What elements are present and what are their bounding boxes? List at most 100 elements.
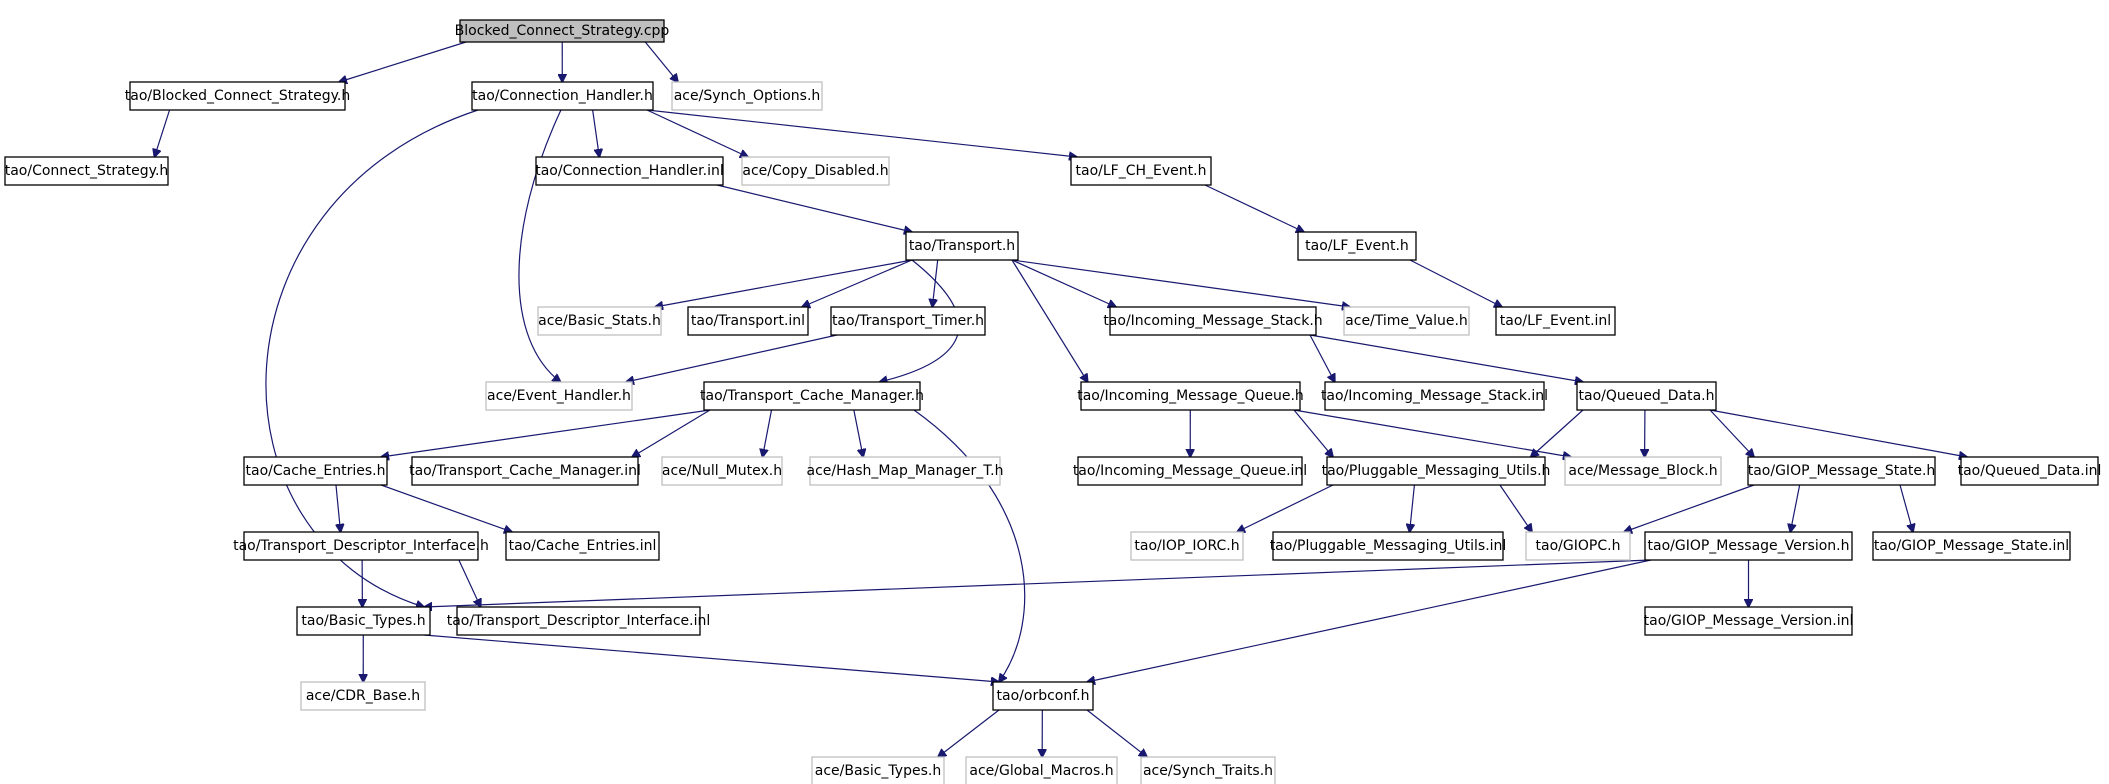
node-box [1872,531,2071,561]
node-qd-h[interactable]: tao/Queued_Data.h [1576,381,1717,411]
edge-transport-h-to-time-val [1011,259,1350,307]
edge-layer [154,41,1967,757]
node-label: ace/CDR_Base.h [306,688,420,704]
node-box [905,231,1019,261]
node-imq-h[interactable]: tao/Incoming_Message_Queue.h [1077,381,1304,411]
node-tcm-inl[interactable]: tao/Transport_Cache_Manager.inl [409,456,641,486]
edge-lfch-to-lfev [1204,184,1304,232]
node-box [1644,531,1853,561]
node-label: tao/Transport_Timer.h [832,313,984,329]
node-box [4,156,169,186]
node-ims-inl[interactable]: tao/Incoming_Message_Stack.inl [1321,381,1548,411]
node-label: tao/Transport_Descriptor_Interface.h [233,538,489,554]
node-gmv-inl[interactable]: tao/GIOP_Message_Version.inl [1644,606,1854,636]
node-ttimer[interactable]: tao/Transport_Timer.h [830,306,986,336]
node-ch-inl[interactable]: tao/Connection_Handler.inl [535,156,724,186]
node-box [1140,756,1276,784]
node-label: tao/Cache_Entries.h [246,463,386,479]
edge-tcm-h-to-tcm-inl [632,409,711,457]
node-label: tao/Basic_Types.h [301,613,425,629]
node-label: tao/Transport_Descriptor_Interface.inl [447,613,711,629]
node-label: ace/Message_Block.h [1568,463,1717,479]
node-hash-map[interactable]: ace/Hash_Map_Manager_T.h [806,456,1004,486]
node-ce-h[interactable]: tao/Cache_Entries.h [243,456,388,486]
node-tcm-h[interactable]: tao/Transport_Cache_Manager.h [700,381,924,411]
node-lfev[interactable]: tao/LF_Event.h [1297,231,1417,261]
node-box [671,81,823,111]
node-orbconf[interactable]: tao/orbconf.h [992,681,1094,711]
node-ev-handler[interactable]: ace/Event_Handler.h [485,381,633,411]
node-label: tao/GIOPC.h [1536,538,1621,554]
node-label: tao/GIOP_Message_Version.inl [1644,613,1854,629]
node-label: ace/Basic_Stats.h [538,313,661,329]
edge-imq-h-to-pmu-h [1293,409,1333,457]
node-lfch[interactable]: tao/LF_CH_Event.h [1070,156,1212,186]
node-box [485,381,633,411]
node-giopc[interactable]: tao/GIOPC.h [1525,531,1631,561]
node-imq-inl[interactable]: tao/Incoming_Message_Queue.inl [1073,456,1307,486]
node-box [965,756,1118,784]
node-box [1564,456,1722,486]
node-box [471,81,654,111]
node-cdr-base[interactable]: ace/CDR_Base.h [300,681,426,711]
node-label: tao/Transport.inl [691,313,805,329]
node-box [811,756,945,784]
edge-orbconf-to-synch-traits [1086,709,1147,757]
node-ims-h[interactable]: tao/Incoming_Message_Stack.h [1103,306,1323,336]
node-lfev-inl[interactable]: tao/LF_Event.inl [1495,306,1616,336]
node-tdi-inl[interactable]: tao/Transport_Descriptor_Interface.inl [447,606,711,636]
node-label: ace/Synch_Traits.h [1143,763,1273,779]
node-root[interactable]: Blocked_Connect_Strategy.cpp [455,19,670,43]
node-iop-iorc[interactable]: tao/IOP_IORC.h [1130,531,1244,561]
node-label: tao/Transport_Cache_Manager.h [700,388,924,404]
edge-ch-h-to-ev-handler [518,109,561,382]
node-bcs-h[interactable]: tao/Blocked_Connect_Strategy.h [125,81,350,111]
node-box [129,81,346,111]
node-basic-types[interactable]: tao/Basic_Types.h [296,606,431,636]
node-box [1525,531,1631,561]
node-gms-inl[interactable]: tao/GIOP_Message_State.inl [1872,531,2071,561]
node-label: tao/Incoming_Message_Stack.inl [1321,388,1548,404]
node-label: ace/Hash_Map_Manager_T.h [806,463,1003,479]
node-gmv-h[interactable]: tao/GIOP_Message_Version.h [1644,531,1853,561]
node-transport-inl[interactable]: tao/Transport.inl [687,306,809,336]
node-label: tao/GIOP_Message_State.h [1748,463,1936,479]
node-global-macros[interactable]: ace/Global_Macros.h [965,756,1118,784]
node-box [1130,531,1244,561]
node-box [1109,306,1317,336]
edge-ims-h-to-ims-inl [1309,334,1335,382]
edge-tdi-h-to-tdi-inl [458,559,481,607]
node-box [1070,156,1212,186]
node-gms-h[interactable]: tao/GIOP_Message_State.h [1747,456,1936,486]
node-pmu-h[interactable]: tao/Pluggable_Messaging_Utils.h [1322,456,1551,486]
node-ace-basic-types[interactable]: ace/Basic_Types.h [811,756,945,784]
node-box [459,19,665,43]
edge-tcm-h-to-null-mutex [763,409,773,457]
node-tdi-h[interactable]: tao/Transport_Descriptor_Interface.h [233,531,489,561]
node-label: Blocked_Connect_Strategy.cpp [455,23,670,39]
node-ce-inl[interactable]: tao/Cache_Entries.inl [505,531,660,561]
node-label: tao/Transport_Cache_Manager.inl [409,463,641,479]
node-label: tao/Cache_Entries.inl [509,538,657,554]
node-label: ace/Synch_Options.h [674,88,821,104]
node-box [243,456,388,486]
edge-tcm-h-to-ce-h [381,409,711,457]
node-transport-h[interactable]: tao/Transport.h [905,231,1019,261]
node-cs-h[interactable]: tao/Connect_Strategy.h [4,156,169,186]
node-label: tao/Incoming_Message_Queue.inl [1073,463,1307,479]
node-box [456,606,701,636]
node-box [809,456,1001,486]
node-basic-stats[interactable]: ace/Basic_Stats.h [537,306,662,336]
node-box [1960,456,2099,486]
node-qd-inl[interactable]: tao/Queued_Data.inl [1958,456,2102,486]
edge-ch-inl-to-transport-h [716,184,912,232]
node-time-val[interactable]: ace/Time_Value.h [1343,306,1470,336]
node-copy-dis[interactable]: ace/Copy_Disabled.h [741,156,890,186]
node-synch-opt[interactable]: ace/Synch_Options.h [671,81,823,111]
node-pmu-inl[interactable]: tao/Pluggable_Messaging_Utils.inl [1270,531,1507,561]
node-null-mutex[interactable]: ace/Null_Mutex.h [661,456,783,486]
node-synch-traits[interactable]: ace/Synch_Traits.h [1140,756,1276,784]
node-msg-block[interactable]: ace/Message_Block.h [1564,456,1722,486]
node-ch-h[interactable]: tao/Connection_Handler.h [471,81,654,111]
node-box [537,306,662,336]
